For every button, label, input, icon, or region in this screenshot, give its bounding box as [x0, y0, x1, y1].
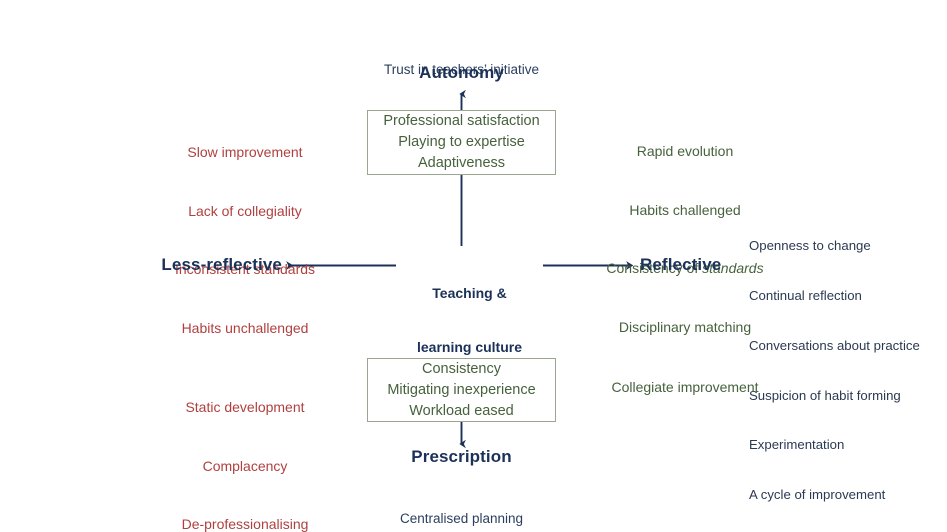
pole-label-autonomy: Autonomy — [419, 63, 504, 82]
quadrant-top-left-line-1: Slow improvement — [187, 144, 303, 160]
bottom-box-line-2: Mitigating inexperience — [387, 381, 536, 398]
quadrant-top-right-line-1: Rapid evolution — [636, 143, 734, 159]
quadrant-top-right-line-3: Consistency of standards — [565, 259, 805, 279]
quadrant-top-right-line-3-prefix: Consistency of — [606, 260, 703, 276]
quadrant-bottom-left-text: Static development Complacency De-profes… — [125, 359, 365, 532]
bottom-pole-note-line-1: Centralised planning — [399, 511, 524, 526]
bottom-pole-note: Centralised planning Mandated approaches — [340, 471, 583, 532]
top-box-line-1: Professional satisfaction — [383, 113, 540, 129]
quadrant-top-right-line-4: Disciplinary matching — [618, 318, 752, 335]
bottom-quadrant-box: Consistency Mitigating inexperience Work… — [367, 358, 556, 422]
top-quadrant-box: Professional satisfaction Playing to exp… — [367, 110, 556, 175]
pole-label-reflective: Reflective — [640, 255, 722, 274]
quadrant-top-left-line-4: Habits unchallenged — [181, 319, 309, 336]
quadrant-top-left-line-3: Inconsistent standards — [174, 261, 316, 277]
reflective-list-item: Continual reflection — [749, 287, 862, 303]
center-label-line-1: Teaching & — [432, 285, 507, 301]
pole-label-less-reflective: Less-reflective — [161, 255, 282, 274]
quadrant-bottom-left-line-1: Static development — [185, 399, 305, 415]
quadrant-bottom-left-line-2: Complacency — [202, 457, 288, 474]
pole-label-prescription: Prescription — [411, 447, 512, 466]
top-box-line-2: Playing to expertise — [398, 134, 525, 150]
quadrant-top-right-line-2: Habits challenged — [629, 201, 741, 218]
bottom-box-line-3: Workload eased — [409, 402, 514, 419]
quadrant-top-right-text: Rapid evolution Habits challenged Consis… — [565, 103, 805, 376]
quadrant-top-left-line-2: Lack of collegiality — [188, 202, 302, 219]
quadrant-top-left-text: Slow improvement Lack of collegiality In… — [125, 104, 365, 377]
reflective-list-item: Conversations about practice — [749, 337, 920, 353]
quadrant-top-right-line-3-emphasis: standards — [702, 260, 764, 276]
top-pole-note-line-1: Trust in teachers’ initiative — [383, 62, 540, 77]
reflective-list-item: Experimentation — [749, 437, 845, 453]
quadrant-bottom-right-text: Collegiate improvement — [611, 379, 759, 395]
top-box-line-3: Adaptiveness — [417, 155, 506, 171]
quadrant-bottom-left-line-3: De-professionalising — [181, 516, 309, 532]
center-label-line-2: learning culture — [416, 339, 523, 355]
reflective-list-item: Suspicion of habit forming — [749, 387, 901, 403]
reflective-list-item: A cycle of improvement — [749, 487, 886, 503]
reflective-list-item: Openness to change — [749, 238, 871, 254]
bottom-box-line-1: Consistency — [422, 360, 501, 377]
reflective-attributes-list: Openness to change Continual reflection … — [749, 205, 947, 532]
